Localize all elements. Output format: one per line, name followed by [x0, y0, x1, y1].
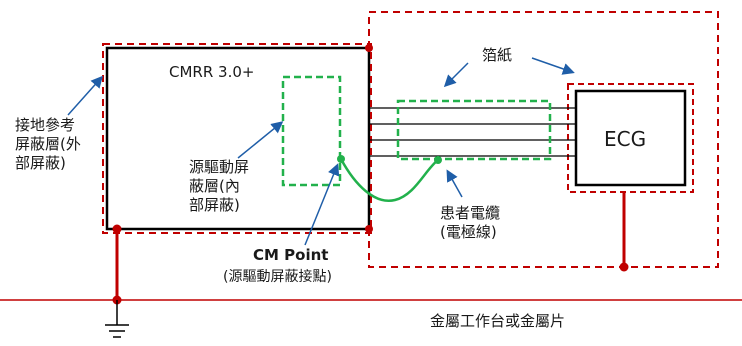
- foil-junction-top: [365, 44, 373, 52]
- arrow-foil-right: [531, 57, 575, 75]
- ecg-box: [574, 89, 687, 187]
- arrow-source-shield: [237, 121, 284, 159]
- metal-bench-label: 金屬工作台或金屬片: [430, 312, 566, 330]
- arrow-patient-cable: [446, 169, 463, 198]
- arrow-ground-shield: [67, 75, 103, 116]
- arrow-cm-point: [304, 163, 340, 246]
- cmrr-label: CMRR 3.0+: [169, 63, 255, 81]
- source-shield-dashed: [281, 75, 342, 187]
- cm-point-dot: [337, 155, 345, 163]
- ground-shield-box: [105, 46, 371, 231]
- source-driven-shield-label: 源驅動屏 蔽層(內 部屏蔽): [189, 158, 250, 214]
- cable-shield-dashed: [396, 99, 552, 161]
- foil-label: 箔紙: [482, 46, 513, 64]
- ecg-label: ECG: [604, 127, 647, 151]
- foil-junction-bottom: [365, 225, 373, 233]
- patient-cable-label: 患者電纜 (電極線): [440, 204, 501, 241]
- patient-cable-wires: [369, 107, 576, 157]
- ground-leg-right-dot: [619, 262, 629, 272]
- callout-arrows: [67, 57, 575, 246]
- cm-point-wire: [339, 158, 439, 203]
- ground-symbol-icon: [105, 300, 129, 338]
- foil-region-dashed: [368, 11, 719, 268]
- ground-leg-left-top-dot: [112, 224, 122, 234]
- cm-point-sublabel: (源驅動屏蔽接點): [223, 269, 332, 285]
- ecg-dashed: [567, 83, 694, 193]
- ground-shield-dashed: [102, 43, 372, 234]
- arrow-foil-left: [443, 62, 469, 88]
- cable-shield-dot: [434, 156, 442, 164]
- ground-reference-shield-label: 接地參考 屏蔽層(外 部屏蔽): [15, 116, 81, 172]
- cm-point-label: CM Point: [253, 246, 329, 264]
